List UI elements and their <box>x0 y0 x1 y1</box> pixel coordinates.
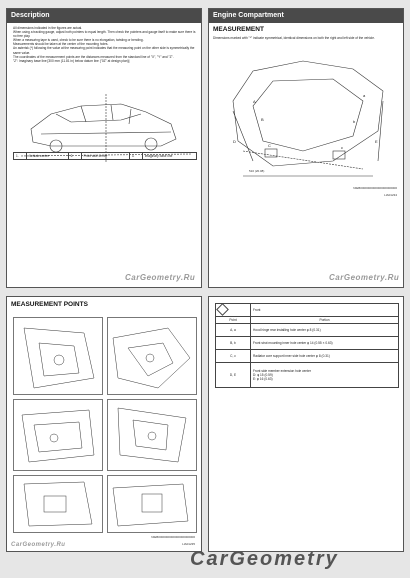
legend-front-axle: Front axle center <box>80 152 130 160</box>
points-table: Front Point Portion A, a Hood hinge rear… <box>215 303 399 388</box>
engine-dimension: 510 (20.08) <box>249 169 265 173</box>
table-top-label: Front <box>250 303 399 317</box>
bullet-3: When a measuring tape is used, check to … <box>13 38 144 43</box>
legend-marker-2: 2. <box>67 152 82 160</box>
row-point: B, b <box>215 336 251 350</box>
bullet-7: "Z": Imaginary base line [300 mm (11.81 … <box>13 58 130 63</box>
portion-line: Front side member extension hole center <box>253 369 311 373</box>
bullet-5: An asterisk (*) following the value at t… <box>13 46 195 55</box>
svg-text:a: a <box>363 93 366 98</box>
points-figure-id: NIEB0000000000000000000000 <box>151 535 195 539</box>
engine-intro: Dimensions marked with "*" indicate symm… <box>213 36 375 40</box>
table-row: C, c Radiator core support inner side ho… <box>215 349 399 363</box>
table-row: B, b Front strut mounting inner hole cen… <box>215 336 399 350</box>
row-point: C, c <box>215 349 251 363</box>
portion-line: E: φ 16 (0.63) <box>253 377 273 381</box>
figure-panel-5 <box>13 475 103 533</box>
page-description: Description All dimensions indicated in … <box>6 8 202 288</box>
legend-vehicle-center: Vehicle center <box>26 152 69 160</box>
row-portion: Hood hinge rear installing hole center φ… <box>250 323 399 337</box>
page-points-table: Front Point Portion A, a Hood hinge rear… <box>208 296 404 552</box>
figure-panel-6 <box>107 475 197 533</box>
watermark-page2: CarGeometry.Ru <box>329 273 400 282</box>
engine-ref-code: LIA01234 <box>384 193 397 197</box>
svg-text:b: b <box>353 119 356 124</box>
row-portion: Front side member extension hole center … <box>250 362 399 388</box>
legend-base-line: Imaginary base line <box>141 152 198 160</box>
page-measurement-points: MEASUREMENT POINTS NIEB00000000000000000… <box>6 296 202 552</box>
bullet-1: All dimensions indicated in the figures … <box>13 26 83 30</box>
table-row: A, a Hood hinge rear installing hole cen… <box>215 323 399 337</box>
description-header: Description <box>7 9 201 23</box>
col-header-portion: Portion <box>250 316 399 324</box>
engine-figure-id: NIEB0000000000000000000000 <box>353 186 397 190</box>
points-ref-code: LIA01235 <box>182 542 195 546</box>
row-portion: Radiator core support inner side hole ce… <box>250 349 399 363</box>
portion-line: D: φ 15 (0.59) <box>253 373 273 377</box>
measurement-points-header: MEASUREMENT POINTS <box>11 301 88 308</box>
table-row: D, E Front side member extension hole ce… <box>215 362 399 388</box>
watermark-page3: CarGeometry.Ru <box>11 542 66 548</box>
row-point: D, E <box>215 362 251 388</box>
bullet-2: When using a tracking gauge, adjust both… <box>13 30 196 39</box>
description-bullets: All dimensions indicated in the figures … <box>13 26 197 63</box>
svg-text:A: A <box>253 99 256 104</box>
bullet-4: Measurements should be taken at the cent… <box>13 42 109 47</box>
svg-text:c: c <box>341 145 343 150</box>
figure-panel-4 <box>107 399 197 471</box>
engine-header: Engine Compartment <box>209 9 403 23</box>
footer-watermark: CarGeometry <box>190 548 339 570</box>
col-header-point: Point <box>215 316 251 324</box>
bullet-6: The coordinates of the measurement point… <box>13 54 174 59</box>
engine-subheader: MEASUREMENT <box>213 26 264 33</box>
figure-panel-3 <box>13 399 103 471</box>
figure-panel-1 <box>13 317 103 395</box>
table-icon-cell <box>215 303 251 317</box>
reference-icon <box>216 303 229 316</box>
row-point: A, a <box>215 323 251 337</box>
svg-text:D: D <box>233 139 236 144</box>
figure-panel-2 <box>107 317 197 395</box>
page-engine-compartment: Engine Compartment MEASUREMENT Dimension… <box>208 8 404 288</box>
svg-text:E: E <box>375 139 378 144</box>
row-portion: Front strut mounting inner hole center φ… <box>250 336 399 350</box>
watermark-page1: CarGeometry.Ru <box>125 273 196 282</box>
legend-marker-3: 3. <box>128 152 143 160</box>
svg-text:C: C <box>268 143 271 148</box>
legend-marker-1: 1. <box>13 152 27 160</box>
legend-table: 1. Vehicle center 2. Front axle center 3… <box>13 152 198 160</box>
svg-text:B: B <box>261 117 264 122</box>
